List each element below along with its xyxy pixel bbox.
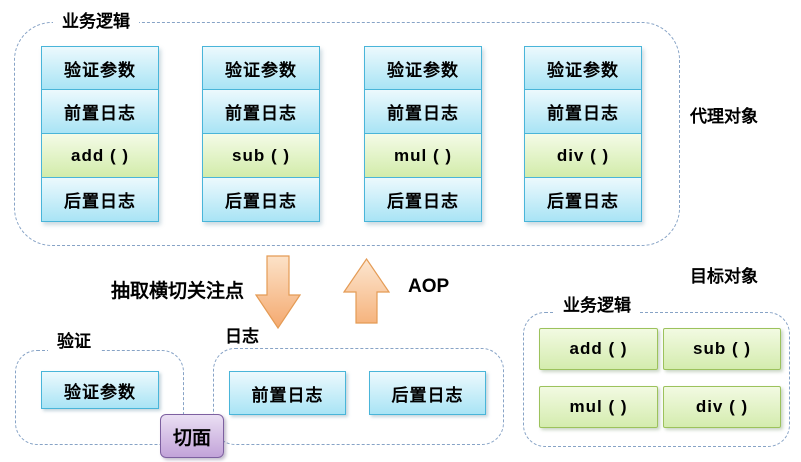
target-method-div: div ( )	[663, 386, 781, 428]
method-column-add: 验证参数 前置日志 add ( ) 后置日志	[41, 46, 159, 222]
target-group-label: 业务逻辑	[554, 296, 640, 316]
cell-validate-params: 验证参数	[364, 46, 482, 90]
aspect-tag: 切面	[160, 414, 224, 458]
cell-method-div: div ( )	[524, 134, 642, 178]
logging-aspect-group: 日志 前置日志 后置日志	[213, 327, 504, 445]
cell-pre-log: 前置日志	[364, 90, 482, 134]
validate-params-box: 验证参数	[41, 371, 159, 409]
validation-group-label: 验证	[48, 332, 100, 352]
target-method-add: add ( )	[539, 328, 658, 370]
target-method-sub: sub ( )	[663, 328, 781, 370]
cell-post-log: 后置日志	[364, 178, 482, 222]
extract-crosscut-label: 抽取横切关注点	[111, 281, 245, 302]
cell-pre-log: 前置日志	[202, 90, 320, 134]
target-method-mul: mul ( )	[539, 386, 658, 428]
proxy-object-group: 业务逻辑 验证参数 前置日志 add ( ) 后置日志 验证参数 前置日志 su…	[14, 12, 680, 246]
pre-log-box: 前置日志	[229, 371, 346, 415]
cell-post-log: 后置日志	[524, 178, 642, 222]
cell-post-log: 后置日志	[41, 178, 159, 222]
proxy-group-label: 业务逻辑	[53, 12, 139, 32]
method-column-mul: 验证参数 前置日志 mul ( ) 后置日志	[364, 46, 482, 222]
cell-validate-params: 验证参数	[202, 46, 320, 90]
cell-validate-params: 验证参数	[524, 46, 642, 90]
logging-group-label: 日志	[216, 327, 268, 347]
cell-post-log: 后置日志	[202, 178, 320, 222]
cell-method-add: add ( )	[41, 134, 159, 178]
up-arrow-icon	[343, 258, 390, 324]
cell-method-mul: mul ( )	[364, 134, 482, 178]
post-log-box: 后置日志	[369, 371, 486, 415]
cell-pre-log: 前置日志	[41, 90, 159, 134]
aop-label: AOP	[408, 276, 450, 297]
cell-pre-log: 前置日志	[524, 90, 642, 134]
method-column-sub: 验证参数 前置日志 sub ( ) 后置日志	[202, 46, 320, 222]
cell-validate-params: 验证参数	[41, 46, 159, 90]
target-side-label: 目标对象	[690, 267, 758, 286]
proxy-side-label: 代理对象	[690, 107, 758, 126]
down-arrow-icon	[255, 255, 301, 330]
cell-method-sub: sub ( )	[202, 134, 320, 178]
validation-aspect-group: 验证 验证参数	[15, 332, 184, 445]
method-column-div: 验证参数 前置日志 div ( ) 后置日志	[524, 46, 642, 222]
target-object-group: 业务逻辑 add ( ) sub ( ) mul ( ) div ( )	[523, 296, 790, 447]
